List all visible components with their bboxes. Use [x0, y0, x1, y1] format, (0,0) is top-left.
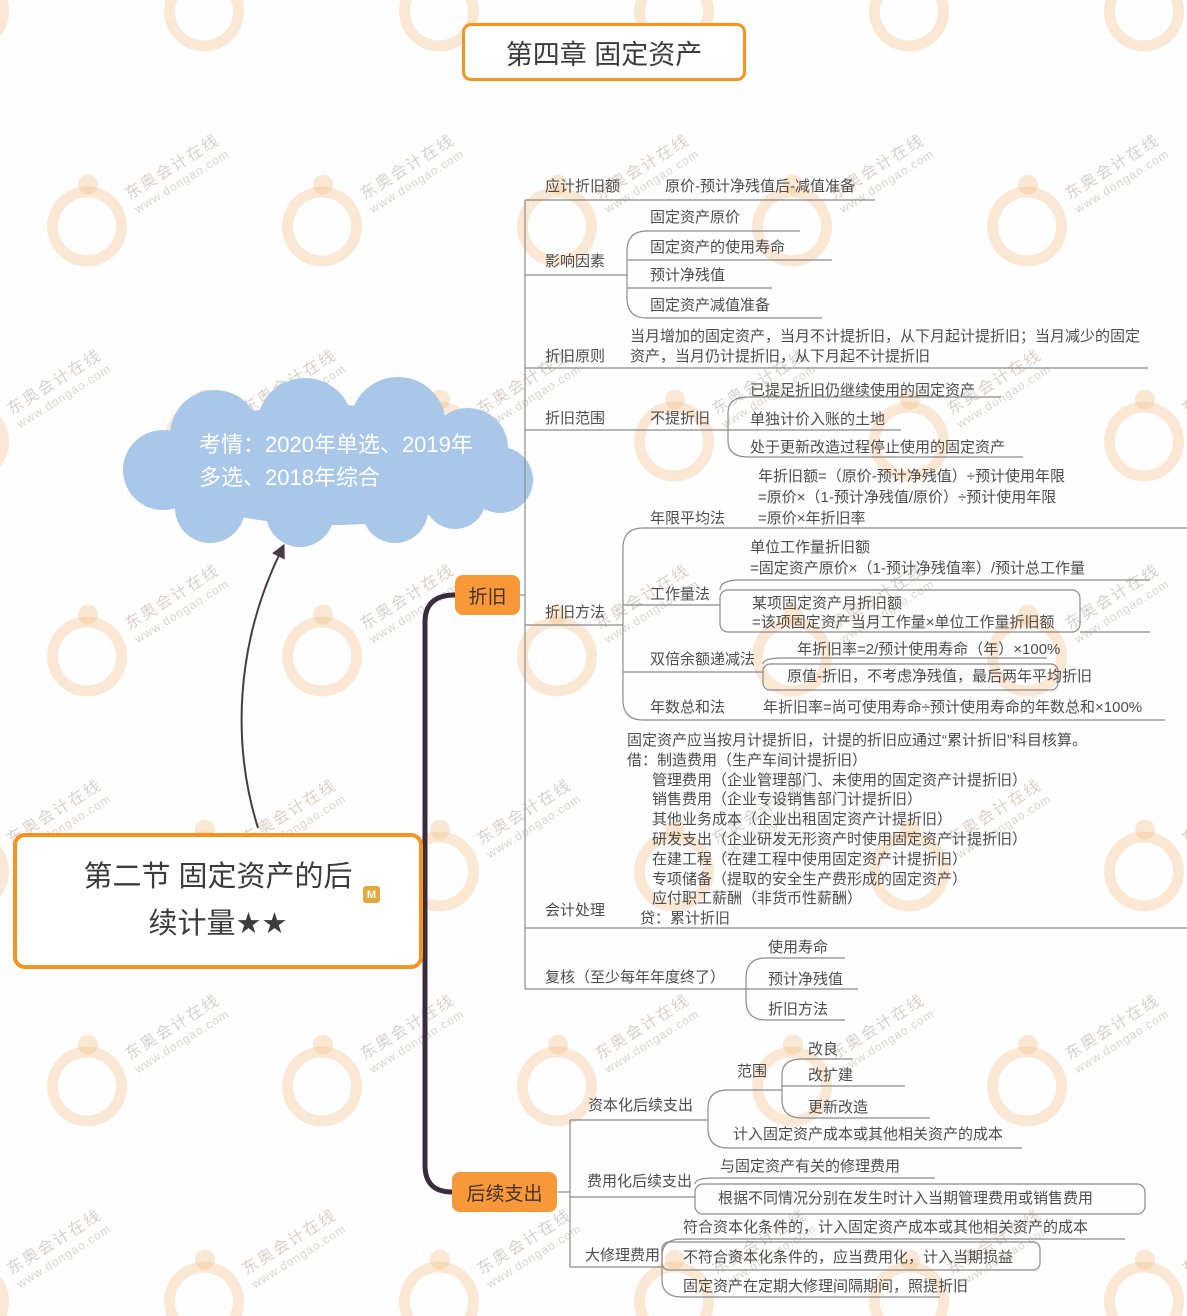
overhaul-boxed[interactable]: 不符合资本化条件的，应当费用化，计入当期损益 — [683, 1249, 1014, 1266]
curved-arrow — [240, 543, 285, 829]
sub-connectors — [558, 1058, 1146, 1298]
factor-item[interactable]: 固定资产原价 — [650, 209, 741, 226]
main-trunk — [422, 592, 458, 1195]
factor-item[interactable]: 固定资产减值准备 — [650, 297, 771, 314]
capitalized-label[interactable]: 资本化后续支出 — [588, 1097, 694, 1114]
section-title-line2: 续计量★★ — [148, 908, 288, 940]
accrual-label[interactable]: 应计折旧额 — [545, 178, 621, 195]
overhaul-line[interactable]: 符合资本化条件的，计入固定资产成本或其他相关资产的成本 — [683, 1219, 1089, 1236]
review-label[interactable]: 复核（至少每年年度终了） — [545, 969, 726, 986]
accounting-line: 借：制造费用（生产车间计提折旧） — [627, 751, 868, 769]
straight-line-label[interactable]: 年限平均法 — [650, 510, 726, 527]
review-item[interactable]: 预计净残值 — [768, 971, 844, 988]
ddb-label[interactable]: 双倍余额递减法 — [650, 651, 756, 668]
capitalized-scope-label[interactable]: 范围 — [737, 1063, 768, 1080]
factor-item[interactable]: 预计净残值 — [650, 267, 726, 284]
accounting-line: 销售费用（企业专设销售部门计提折旧） — [652, 791, 923, 809]
accounting-line: 其他业务成本（企业出租固定资产计提折旧） — [652, 811, 953, 829]
chapter-title[interactable]: 第四章 固定资产 — [462, 23, 746, 81]
units-formula-boxed[interactable]: 某项固定资产月折旧额 — [752, 595, 903, 612]
capitalized-scope-item[interactable]: 改良 — [808, 1041, 839, 1058]
scope-label[interactable]: 折旧范围 — [545, 410, 606, 427]
exam-note-line2: 多选、2018年综合 — [199, 465, 380, 490]
straight-line-formula[interactable]: =原价×（1-预计净残值/原价）÷预计使用年限 — [758, 489, 1057, 506]
ddb-formula[interactable]: 年折旧率=2/预计使用寿命（年）×100% — [797, 641, 1061, 658]
dep-connectors — [520, 199, 1187, 1021]
principle-value[interactable]: 当月增加的固定资产，当月不计提折旧，从下月起计提折旧；当月减少的固定资产，当月仍… — [630, 328, 1141, 365]
methods-label[interactable]: 折旧方法 — [545, 604, 606, 621]
accounting-line: 管理费用（企业管理部门、未使用的固定资产计提折旧） — [652, 771, 1028, 789]
scope-item[interactable]: 处于更新改造过程停止使用的固定资产 — [750, 439, 1006, 456]
section-root-topic[interactable]: 第二节 固定资产的后 续计量★★ — [13, 833, 423, 969]
units-formula[interactable]: =固定资产原价×（1-预计净残值率）/预计总工作量 — [750, 560, 1086, 577]
units-method-label[interactable]: 工作量法 — [650, 586, 711, 603]
syd-label[interactable]: 年数总和法 — [650, 699, 726, 716]
scope-no-depreciation[interactable]: 不提折旧 — [650, 410, 711, 427]
units-formula[interactable]: 单位工作量折旧额 — [750, 539, 871, 556]
chapter-title-text: 第四章 固定资产 — [505, 39, 703, 70]
factors-label[interactable]: 影响因素 — [545, 253, 606, 270]
accounting-line: 贷：累计折旧 — [640, 910, 731, 928]
scope-item[interactable]: 已提足折旧仍继续使用的固定资产 — [750, 382, 976, 399]
topic-subsequent-label: 后续支出 — [466, 1183, 543, 1205]
units-formula-boxed[interactable]: =该项固定资产当月工作量×单位工作量折旧额 — [752, 614, 1055, 631]
section-title-line1: 第二节 固定资产的后 — [83, 861, 353, 893]
exam-note[interactable]: 考情：2020年单选、2019年 多选、2018年综合 — [199, 428, 473, 494]
attachment-badge-icon[interactable]: M — [363, 886, 380, 903]
topic-depreciation-label: 折旧 — [468, 586, 507, 608]
review-item[interactable]: 使用寿命 — [768, 939, 829, 956]
topic-depreciation[interactable]: 折旧 — [455, 575, 520, 615]
overhaul-line[interactable]: 固定资产在定期大修理间隔期间，照提折旧 — [683, 1278, 969, 1295]
accounting-line: 在建工程（在建工程中使用固定资产计提折旧） — [652, 850, 968, 868]
accounting-label[interactable]: 会计处理 — [545, 902, 606, 919]
exam-note-line1: 考情：2020年单选、2019年 — [199, 432, 473, 457]
expensed-label[interactable]: 费用化后续支出 — [587, 1173, 693, 1190]
accounting-line: 应付职工薪酬（非货币性薪酬） — [652, 890, 863, 908]
expensed-boxed[interactable]: 根据不同情况分别在发生时计入当期管理费用或销售费用 — [718, 1190, 1094, 1207]
scope-item[interactable]: 单独计价入账的土地 — [750, 411, 886, 428]
ddb-note-boxed[interactable]: 原值-折旧，不考虑净残值，最后两年平均折旧 — [787, 668, 1092, 685]
principle-label[interactable]: 折旧原则 — [545, 348, 606, 365]
accounting-line: 固定资产应当按月计提折旧，计提的折旧应通过“累计折旧”科目核算。 — [627, 732, 1087, 749]
accounting-entry-block[interactable]: 固定资产应当按月计提折旧，计提的折旧应通过“累计折旧”科目核算。 借：制造费用（… — [627, 731, 1087, 929]
straight-line-formula[interactable]: 年折旧额=（原价-预计净残值）÷预计使用年限 — [758, 468, 1065, 485]
capitalized-scope-item[interactable]: 改扩建 — [808, 1067, 854, 1084]
straight-line-formula[interactable]: =原价×年折旧率 — [758, 510, 866, 527]
capitalized-note[interactable]: 计入固定资产成本或其他相关资产的成本 — [733, 1126, 1004, 1143]
topic-subsequent-expenditure[interactable]: 后续支出 — [452, 1172, 557, 1212]
syd-formula[interactable]: 年折旧率=尚可使用寿命÷预计使用寿命的年数总和×100% — [763, 699, 1143, 716]
overhaul-label[interactable]: 大修理费用 — [585, 1247, 661, 1264]
factor-item[interactable]: 固定资产的使用寿命 — [650, 239, 786, 256]
capitalized-scope-item[interactable]: 更新改造 — [808, 1099, 869, 1116]
accrual-value[interactable]: 原价-预计净残值后-减值准备 — [665, 178, 855, 195]
accounting-line: 专项储备（提取的安全生产费形成的固定资产） — [652, 870, 968, 888]
cloud-shape[interactable] — [123, 377, 533, 547]
accounting-line: 研发支出（企业研发无形资产时使用固定资产计提折旧） — [652, 830, 1028, 848]
review-item[interactable]: 折旧方法 — [768, 1001, 829, 1018]
expensed-line[interactable]: 与固定资产有关的修理费用 — [720, 1158, 901, 1175]
